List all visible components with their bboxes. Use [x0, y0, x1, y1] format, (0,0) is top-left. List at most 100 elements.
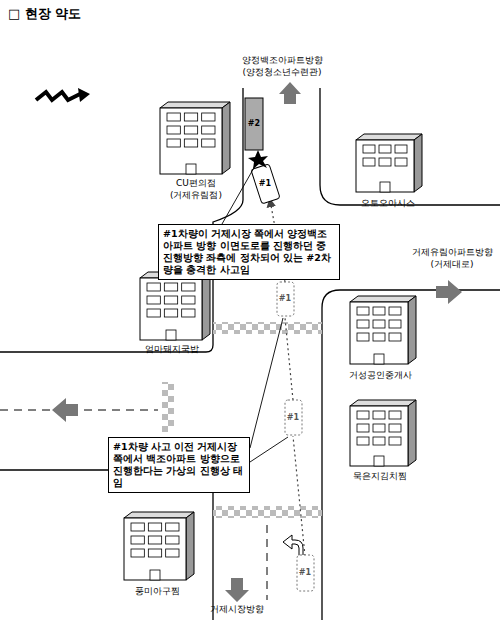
building-part: [147, 283, 160, 291]
vehicle-number: #2: [248, 118, 260, 129]
map-title: □ 현장 약도: [8, 5, 81, 23]
building-part: [147, 309, 160, 317]
building-part: [350, 406, 408, 466]
impact-star: [248, 150, 268, 169]
callout-text: #1차량이 거제시장 쪽에서 양정백조아파트 방향 이면도로를 진행하던 중 진…: [163, 228, 335, 276]
building-part: [164, 283, 177, 291]
building-part: [148, 523, 161, 531]
building-part: [363, 158, 375, 166]
crosswalk: [213, 506, 322, 518]
building-part: [147, 296, 160, 304]
building-part: [350, 302, 408, 364]
building-part: [395, 145, 407, 153]
building-part: [374, 354, 384, 364]
compass-arrow: [78, 88, 90, 102]
building-part: [357, 333, 369, 341]
vehicle-2: [245, 98, 263, 150]
center-line: [0, 410, 158, 411]
place-label: 거제유림아파트방향: [412, 247, 493, 258]
building-part: [389, 333, 401, 341]
compass-arrow: [36, 92, 80, 100]
building-part: [148, 549, 161, 557]
building-part: [140, 278, 202, 340]
building-part: [167, 139, 180, 147]
callout-box: #1차량이 거제시장 쪽에서 양정백조아파트 방향 이면도로를 진행하던 중 진…: [158, 224, 340, 280]
leader-lines: [222, 166, 288, 462]
building-part: [389, 424, 401, 432]
building-part: [202, 272, 210, 340]
building-part: [166, 549, 179, 557]
building-part: [395, 158, 407, 166]
direction-arrow: [225, 578, 249, 602]
place-label: (거제대로): [430, 259, 473, 270]
building-part: [124, 512, 194, 518]
building-part: [166, 330, 176, 340]
building-part: [363, 145, 375, 153]
building-part: [186, 164, 196, 174]
crosswalk: [213, 322, 322, 334]
building-part: [389, 437, 401, 445]
building-part: [182, 283, 195, 291]
building-part: [356, 134, 422, 140]
place-label: 엄마돼지국밥: [145, 344, 199, 355]
building-part: [182, 296, 195, 304]
building-part: [166, 523, 179, 531]
building-part: [184, 113, 197, 121]
building-part: [389, 320, 401, 328]
place-label: (양정청소년수련관): [242, 67, 321, 78]
place-label: CU편의점: [176, 178, 216, 189]
building-part: [182, 309, 195, 317]
building-part: [150, 570, 160, 580]
building-part: [222, 102, 230, 174]
building-part: [374, 456, 384, 466]
building-part: [184, 139, 197, 147]
building-part: [167, 113, 180, 121]
building-part: [373, 424, 385, 432]
building-part: [164, 296, 177, 304]
building-part: [373, 411, 385, 419]
building-part: [357, 411, 369, 419]
callout-box: #1차량 사고 이전 거제시장 쪽에서 백조아파트 방향으로 진행한다는 가상의…: [108, 437, 250, 493]
building-part: [357, 320, 369, 328]
building-part: [389, 307, 401, 315]
direction-arrow: [279, 82, 301, 104]
building-part: [131, 536, 144, 544]
building-part: [373, 320, 385, 328]
place-label: 묵은지김치찜: [353, 471, 407, 482]
building-part: [379, 158, 391, 166]
building-part: [202, 126, 215, 134]
building-part: [373, 307, 385, 315]
building-part: [167, 126, 180, 134]
building-part: [350, 296, 416, 302]
building-part: [160, 102, 230, 108]
virtual-vehicles: [277, 282, 314, 591]
buildings: [124, 102, 422, 580]
vehicle-number: #1: [299, 567, 311, 578]
building-part: [202, 113, 215, 121]
building-part: [186, 512, 194, 580]
building-part: [131, 549, 144, 557]
vehicle-number: #1: [259, 178, 271, 189]
building-part: [160, 108, 222, 174]
building-part: [350, 400, 416, 406]
building-part: [166, 536, 179, 544]
building-part: [357, 437, 369, 445]
building-part: [131, 523, 144, 531]
place-label: 거성공인중개사: [349, 370, 412, 381]
vehicle-number: #1: [279, 293, 291, 304]
building-part: [380, 182, 390, 192]
building-part: [184, 126, 197, 134]
vehicle-1: [251, 164, 280, 204]
building-part: [356, 140, 414, 192]
callout-text: #1차량 사고 이전 거제시장 쪽에서 백조아파트 방향으로 진행한다는 가상의…: [113, 441, 245, 489]
building-part: [373, 333, 385, 341]
building-part: [124, 518, 186, 580]
road-edges: [0, 88, 500, 620]
building-part: [164, 309, 177, 317]
place-label: 풍미아구찜: [135, 586, 180, 597]
place-label: 양정백조아파트방향: [242, 55, 323, 66]
place-label: 오토오아시스: [361, 198, 415, 209]
direction-arrow: [52, 398, 78, 422]
